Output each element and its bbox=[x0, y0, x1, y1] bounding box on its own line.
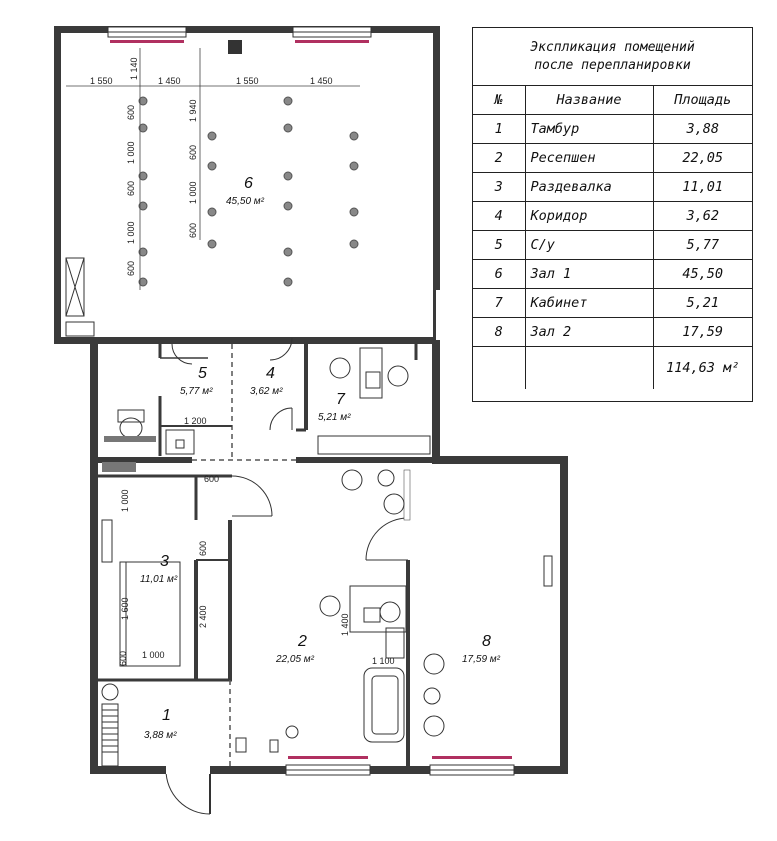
row-num: 7 bbox=[473, 288, 526, 318]
row-num: 8 bbox=[473, 317, 526, 347]
table-title-line-2: после перепланировки bbox=[534, 57, 691, 73]
room-5-area: 5,77 м² bbox=[180, 386, 213, 397]
explication-table: Экспликация помещений после перепланиров… bbox=[472, 27, 753, 402]
light-fixtures bbox=[138, 96, 359, 287]
room-2-area: 22,05 м² bbox=[275, 654, 315, 665]
dim-text: 1 600 bbox=[120, 597, 130, 620]
row-num: 2 bbox=[473, 143, 526, 173]
dim-text: 1 140 bbox=[129, 57, 139, 80]
hall-6 bbox=[54, 26, 442, 344]
dim-text: 600 bbox=[126, 105, 136, 120]
dim-text: 1 000 bbox=[188, 181, 198, 204]
room-3-area: 11,01 м² bbox=[140, 574, 178, 585]
room-3-number: 3 bbox=[160, 553, 169, 570]
room-4-area: 3,62 м² bbox=[250, 386, 283, 397]
reception-desk bbox=[349, 585, 407, 633]
row-name: Зал 1 bbox=[524, 259, 654, 289]
dim-text: 1 550 bbox=[90, 76, 113, 86]
sofa bbox=[363, 667, 405, 743]
dim-text: 2 400 bbox=[198, 605, 208, 628]
row-num: 6 bbox=[473, 259, 526, 289]
dim-text: 1 000 bbox=[142, 650, 165, 660]
room-4-number: 4 bbox=[266, 365, 275, 382]
table-total-row: 114,63 м² bbox=[473, 346, 752, 389]
dim-text: 1 450 bbox=[310, 76, 333, 86]
room-8-number: 8 bbox=[482, 633, 491, 650]
dim-text: 600 bbox=[126, 181, 136, 196]
room-1-number: 1 bbox=[162, 707, 171, 724]
row-name: Кабинет bbox=[524, 288, 654, 318]
row-name: Зал 2 bbox=[524, 317, 654, 347]
dim-text: 1 200 bbox=[184, 416, 207, 426]
table-header-row: № Название Площадь bbox=[473, 86, 752, 115]
row-name: Тамбур bbox=[524, 114, 654, 144]
total-empty-name bbox=[524, 346, 654, 389]
row-area: 22,05 bbox=[652, 143, 752, 173]
header-area: Площадь bbox=[652, 86, 752, 115]
dim-text: 1 940 bbox=[188, 99, 198, 122]
row-area: 3,88 bbox=[652, 114, 752, 144]
total-empty-num bbox=[473, 346, 526, 389]
row-num: 1 bbox=[473, 114, 526, 144]
dim-text: 1 000 bbox=[126, 221, 136, 244]
row-name: С/у bbox=[524, 230, 654, 260]
row-area: 3,62 bbox=[652, 201, 752, 231]
dim-text: 600 bbox=[188, 145, 198, 160]
header-num: № bbox=[473, 86, 526, 115]
row-name: Раздевалка bbox=[524, 172, 654, 202]
dim-text: 600 bbox=[188, 223, 198, 238]
header-name: Название bbox=[524, 86, 654, 115]
dim-text: 1 000 bbox=[126, 141, 136, 164]
row-name: Коридор bbox=[524, 201, 654, 231]
row-area: 45,50 bbox=[652, 259, 752, 289]
row-num: 4 bbox=[473, 201, 526, 231]
dim-text: 1 000 bbox=[120, 489, 130, 512]
row-num: 5 bbox=[473, 230, 526, 260]
room-6-area: 45,50 м² bbox=[226, 196, 265, 207]
total-area: 114,63 м² bbox=[652, 346, 752, 389]
row-area: 5,77 bbox=[652, 230, 752, 260]
room-2-number: 2 bbox=[297, 633, 307, 650]
row-area: 11,01 bbox=[652, 172, 752, 202]
table-title-line-1: Экспликация помещений bbox=[530, 39, 695, 55]
toilet bbox=[117, 409, 145, 423]
row-name: Ресепшен bbox=[524, 143, 654, 173]
dim-text: 600 bbox=[198, 541, 208, 556]
dim-text: 1 450 bbox=[158, 76, 181, 86]
dim-text: 1 100 bbox=[372, 656, 395, 666]
dim-text: 1 400 bbox=[340, 613, 350, 636]
room-5-number: 5 bbox=[198, 365, 207, 382]
row-area: 17,59 bbox=[652, 317, 752, 347]
row-num: 3 bbox=[473, 172, 526, 202]
room-1-area: 3,88 м² bbox=[144, 730, 177, 741]
dim-text: 600 bbox=[204, 474, 219, 484]
dim-text: 600 bbox=[126, 261, 136, 276]
room-7-area: 5,21 м² bbox=[318, 412, 351, 423]
lower-block bbox=[90, 337, 568, 815]
room-7-number: 7 bbox=[336, 391, 346, 408]
room-8-area: 17,59 м² bbox=[462, 654, 501, 665]
row-area: 5,21 bbox=[652, 288, 752, 318]
table-title: Экспликация помещений после перепланиров… bbox=[473, 28, 752, 86]
dim-text: 600 bbox=[118, 651, 128, 666]
room-6-number: 6 bbox=[244, 175, 253, 192]
dim-text: 1 550 bbox=[236, 76, 259, 86]
